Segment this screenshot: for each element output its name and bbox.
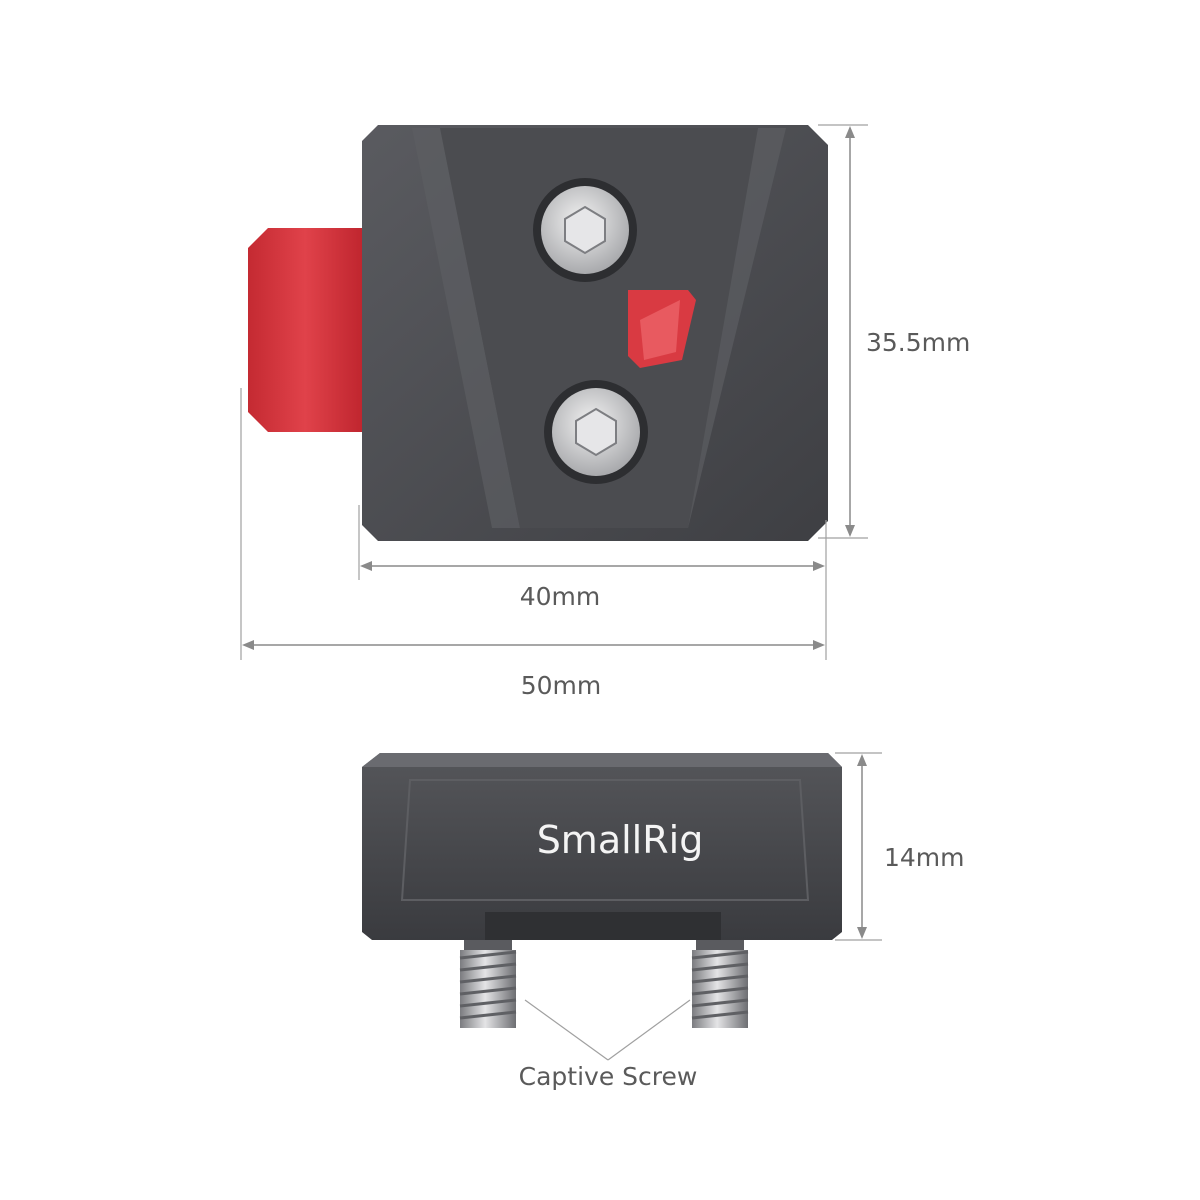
dimension-height-top: 35.5mm	[818, 124, 970, 539]
v-groove	[412, 128, 520, 528]
dimension-label-40mm: 40mm	[520, 582, 601, 611]
side-bevel	[362, 753, 842, 767]
red-release-lever	[248, 228, 362, 432]
dimension-width-total: 50mm	[240, 388, 827, 700]
dimension-height-side: 14mm	[835, 752, 965, 941]
top-view: 35.5mm 40mm 50mm	[240, 124, 970, 700]
screw-top	[533, 178, 637, 282]
hex-socket-icon	[575, 407, 617, 457]
hex-socket-icon	[564, 205, 606, 255]
dimension-label-14mm: 14mm	[884, 843, 965, 872]
captive-screw-right	[691, 940, 749, 1028]
side-view: SmallRig	[362, 752, 965, 1091]
v-groove-center	[440, 128, 758, 528]
dimension-label-50mm: 50mm	[521, 671, 602, 700]
dimension-width-plate: 40mm	[358, 505, 827, 611]
captive-screw-label: Captive Screw	[519, 1062, 698, 1091]
bottom-slot	[485, 912, 721, 940]
side-chamfer	[400, 779, 810, 901]
brand-logo: SmallRig	[537, 818, 704, 862]
captive-screw-left	[459, 940, 517, 1028]
latch-highlight	[640, 300, 680, 360]
captive-screw-callout: Captive Screw	[519, 999, 698, 1091]
screw-bottom	[544, 380, 648, 484]
dimension-label-35-5mm: 35.5mm	[866, 328, 970, 357]
side-plate-body	[362, 753, 842, 940]
